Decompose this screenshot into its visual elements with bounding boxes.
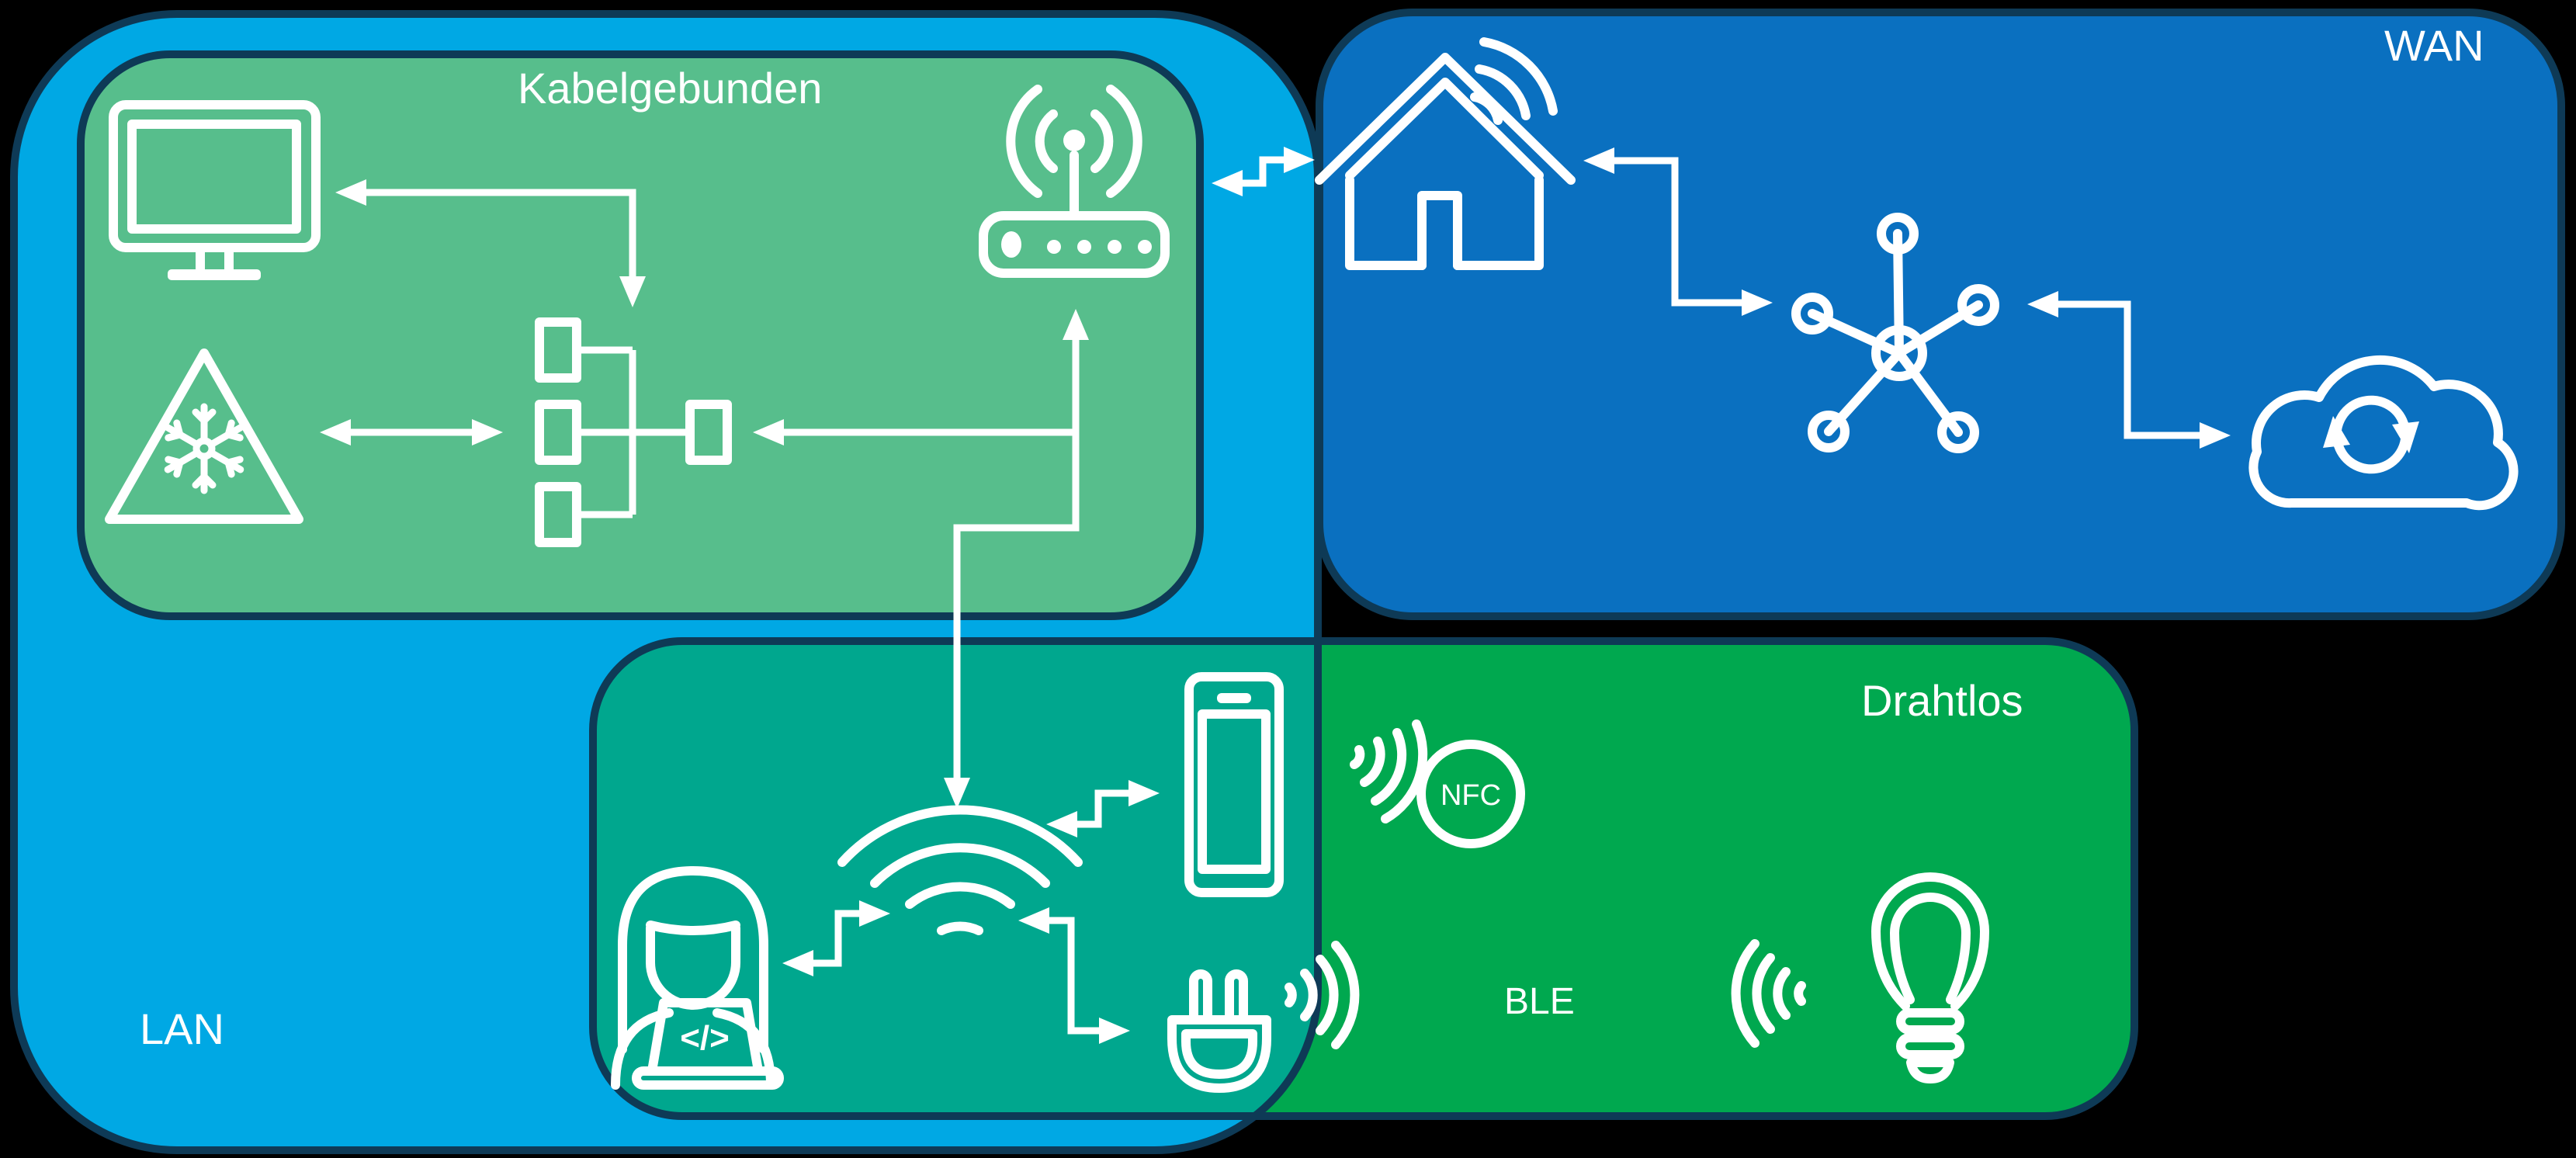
wan-zone [1319, 12, 2561, 616]
smart-home-icon [1315, 37, 1576, 270]
arrow-hub-cloud-bidirectional [2027, 291, 2231, 449]
network-hub-icon [1791, 213, 1999, 453]
arrow-wifi-plug-bidirectional [1018, 907, 1130, 1044]
lan-wireless-overlap [593, 641, 1318, 1116]
home-wifi-waves-icon [1470, 37, 1558, 125]
wifi-router-icon [979, 85, 1170, 278]
monitor-icon [109, 100, 321, 280]
developer-person-icon: </> [611, 866, 784, 1090]
arrow-switch-to-monitor [335, 179, 646, 307]
nfc-badge-icon: NFC [1416, 740, 1525, 848]
signal-waves-bulb-to-ble [1731, 939, 1806, 1048]
arrow-home-hub-bidirectional [1583, 147, 1773, 316]
smart-plug-icon [1167, 969, 1271, 1093]
freeze-warning-triangle-icon [105, 348, 303, 524]
arrow-wifi-phone-bidirectional [1046, 780, 1160, 837]
lan-zone-border [10, 10, 1322, 1154]
smartphone-icon [1184, 672, 1284, 897]
wired-zone [77, 50, 1204, 620]
laptop-code-glyph: </> [680, 1019, 730, 1057]
wan-zone-label: WAN [2384, 21, 2484, 70]
arrow-junction-switch-router-wifi [753, 309, 1089, 809]
cloud-sync-icon [2248, 355, 2519, 511]
arrow-person-wifi-bidirectional [782, 900, 890, 976]
arrow-switch-freezer-bidirectional [320, 419, 503, 446]
sync-arrows-icon [2323, 395, 2419, 474]
wired-zone-label: Kabelgebunden [518, 64, 822, 113]
signal-waves-phone-to-nfc [1350, 719, 1428, 823]
wan-zone-border [1316, 9, 2565, 620]
network-switch-icon [535, 317, 732, 547]
smart-bulb-icon [1871, 872, 1989, 1083]
wireless-zone-label: Drahtlos [1861, 676, 2023, 725]
wifi-signal-icon [837, 805, 1083, 935]
ble-label: BLE [1504, 981, 1575, 1022]
signal-waves-plug-to-ble [1285, 941, 1360, 1049]
nfc-label: NFC [1441, 779, 1501, 812]
wireless-zone-border [589, 637, 2138, 1120]
arrow-router-home-bidirectional [1212, 147, 1315, 196]
snowflake-icon [164, 403, 244, 494]
lan-zone-label: LAN [140, 1004, 224, 1053]
